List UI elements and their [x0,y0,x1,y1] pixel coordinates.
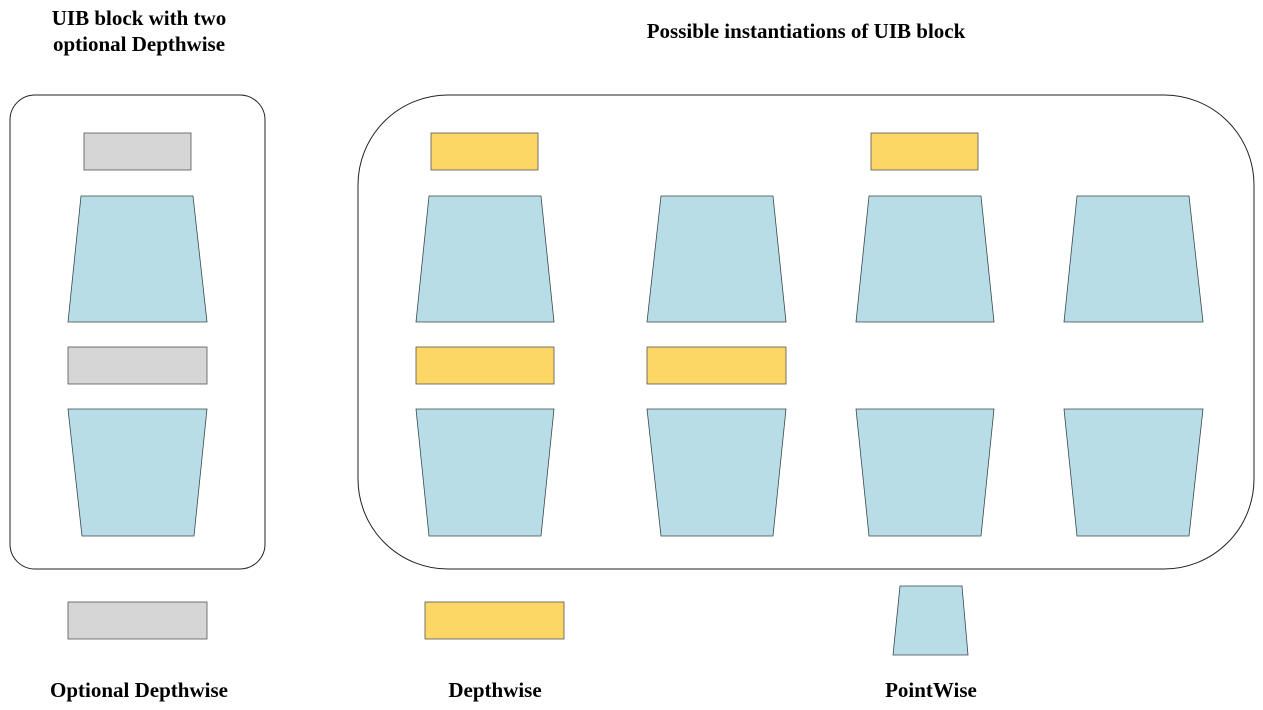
legend-pointwise-label: PointWise [885,678,977,702]
legend-optional-depthwise-swatch [67,601,208,640]
depthwise-top [870,132,979,171]
pointwise-project [1063,408,1204,537]
left-title-line2: optional Depthwise [53,32,225,56]
legend-depthwise-swatch [424,601,565,640]
instantiations-frame [357,94,1255,570]
pointwise-expand [67,195,208,323]
pointwise-project [646,408,787,537]
optional-depthwise-top [83,132,192,171]
legend-depthwise-label: Depthwise [448,678,541,702]
instantiation-extra-dw [415,132,555,537]
depthwise-middle [415,346,555,385]
right-title: Possible instantiations of UIB block [647,19,966,43]
legend-optional-depthwise-label: Optional Depthwise [50,678,228,702]
pointwise-expand [1063,195,1204,323]
left-title-line1: UIB block with two [52,6,226,30]
pointwise-expand [855,195,995,323]
instantiation-inverted-bottleneck [646,195,787,537]
legend-pointwise-swatch [892,585,969,656]
optional-depthwise-middle [67,346,208,385]
instantiation-ffn [1063,195,1204,537]
pointwise-expand [415,195,555,323]
uib-block-frame [9,94,266,570]
pointwise-project [855,408,995,537]
pointwise-project [415,408,555,537]
pointwise-expand [646,195,787,323]
depthwise-middle [646,346,787,385]
instantiation-convnext [855,132,995,537]
pointwise-project [67,408,208,537]
depthwise-top [430,132,539,171]
